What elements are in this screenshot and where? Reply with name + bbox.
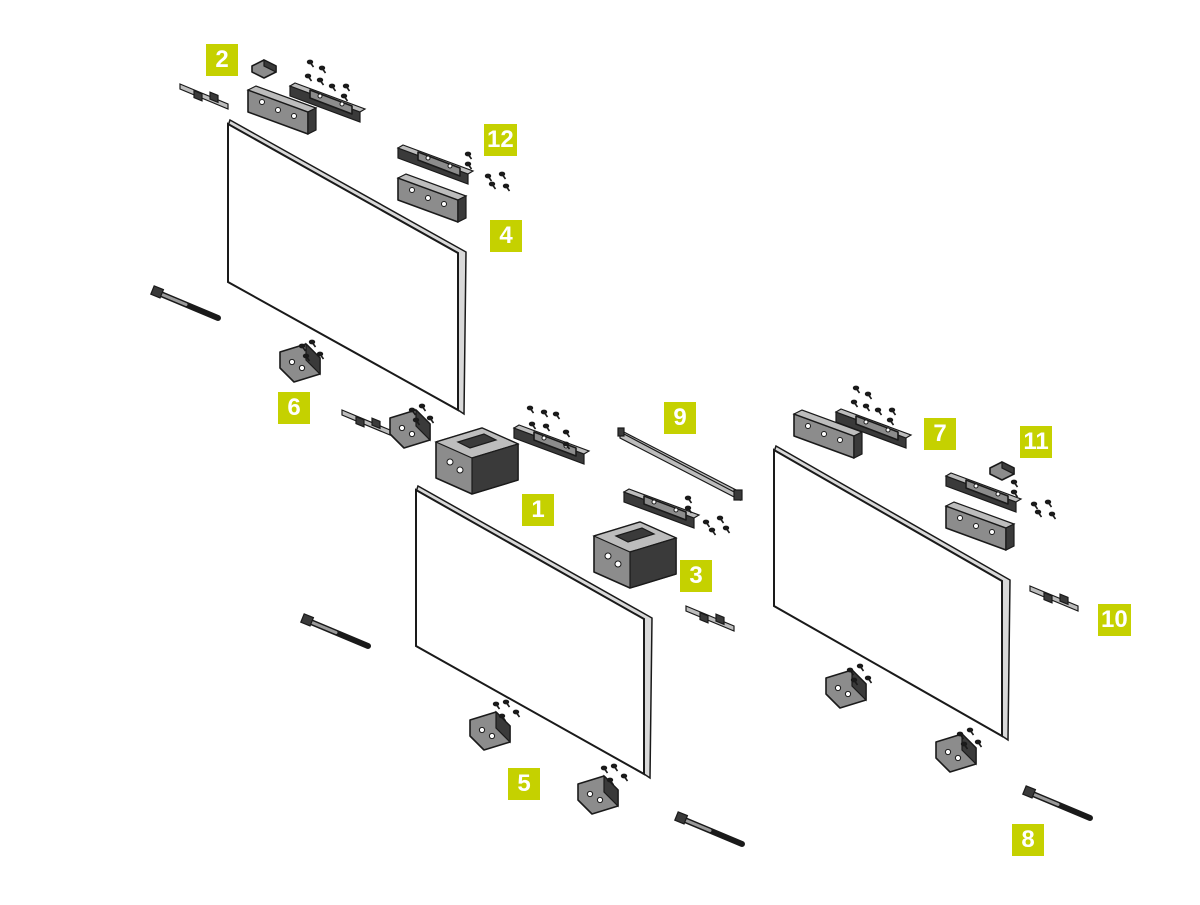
callout-10: 10: [1098, 604, 1131, 636]
damper-part-8: [1023, 786, 1090, 818]
housing-part-3: [593, 521, 677, 589]
callout-5: 5: [508, 768, 540, 800]
guide-part-right-b: [935, 733, 977, 773]
callout-1: 1: [522, 494, 554, 526]
strip-part-upper-left: [179, 83, 229, 110]
callout-12: 12: [484, 124, 517, 156]
housing-part-1: [435, 427, 519, 495]
damper-center-left: [301, 614, 368, 646]
damper-upper-left: [151, 286, 218, 318]
rail-part-1: [513, 424, 590, 465]
callout-7: 7: [924, 418, 956, 450]
callout-9: 9: [664, 402, 696, 434]
clip-part-11: [989, 461, 1015, 481]
callout-4: 4: [490, 220, 522, 252]
strip-part-3: [685, 605, 735, 632]
callout-3: 3: [680, 560, 712, 592]
clip-part-2: [251, 59, 277, 79]
long-rail-part-9: [617, 427, 743, 501]
guide-part-right-a: [825, 669, 867, 709]
damper-center-bottom: [675, 812, 742, 844]
door-panel-upper-left: [227, 118, 467, 416]
clip-bracket-center: [389, 409, 431, 449]
strip-part-center: [341, 409, 391, 436]
callout-2: 2: [206, 44, 238, 76]
door-panel-center: [415, 484, 653, 780]
door-panel-right: [773, 444, 1011, 742]
guide-part-6: [279, 343, 321, 383]
callout-6: 6: [278, 392, 310, 424]
callout-8: 8: [1012, 824, 1044, 856]
callout-11: 11: [1020, 426, 1052, 458]
plate-part-11: [945, 501, 1015, 551]
strip-part-10: [1029, 585, 1079, 612]
plate-part-4: [397, 173, 467, 223]
